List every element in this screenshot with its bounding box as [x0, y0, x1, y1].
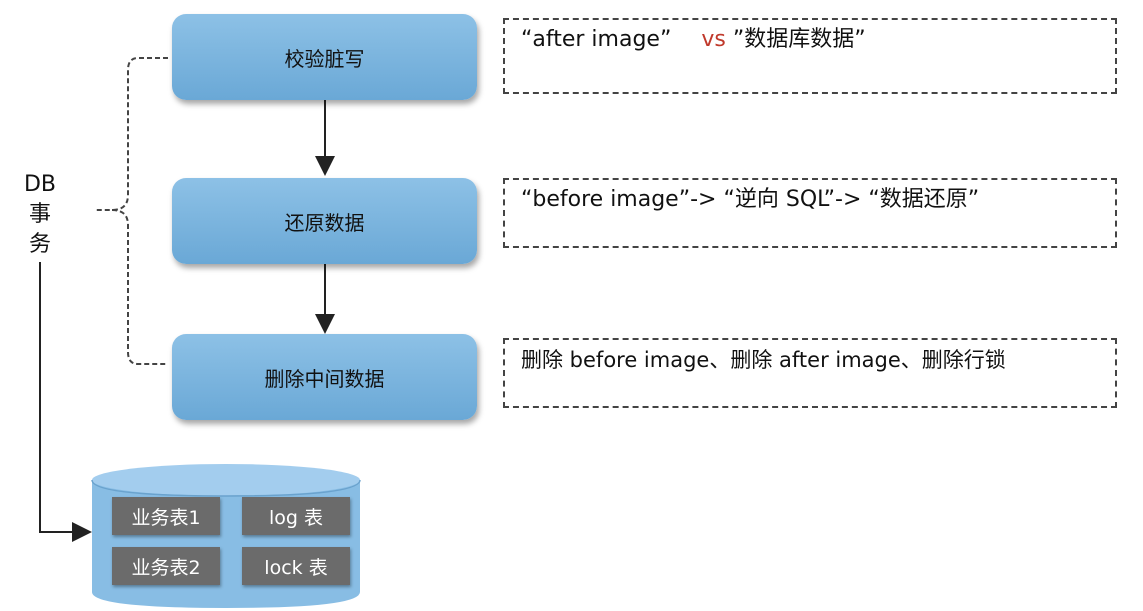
note-check-dirty-write: “after image” vs ”数据库数据”: [503, 18, 1117, 94]
table-business-1: 业务表1: [112, 497, 220, 535]
db-to-database-arrow: [39, 262, 92, 542]
note-1-part1: “after image”: [521, 27, 672, 52]
note-delete-intermediate-data: 删除 before image、删除 after image、删除行锁: [503, 338, 1117, 408]
db-transaction-label-line1: DB: [23, 172, 57, 197]
table-business-2-label: 业务表2: [131, 556, 201, 579]
transaction-bracket: [96, 57, 168, 365]
step-delete-intermediate-data-label: 删除中间数据: [264, 366, 385, 391]
step-delete-intermediate-data: 删除中间数据: [172, 334, 477, 420]
db-transaction-label-line3: 务: [28, 232, 51, 257]
step-restore-data-label: 还原数据: [284, 210, 365, 235]
db-transaction-label-line2: 事: [28, 202, 51, 227]
table-lock-label: lock 表: [264, 556, 328, 579]
database-cylinder: [91, 464, 361, 608]
table-business-2: 业务表2: [112, 547, 220, 585]
note-3-text: 删除 before image、删除 after image、删除行锁: [521, 348, 1006, 372]
step-check-dirty-write: 校验脏写: [172, 14, 477, 100]
step-check-dirty-write-label: 校验脏写: [284, 46, 365, 71]
note-2-text: “before image”-> “逆向 SQL”-> “数据还原”: [521, 187, 980, 212]
table-log: log 表: [242, 497, 350, 535]
table-business-1-label: 业务表1: [131, 506, 201, 529]
table-log-label: log 表: [268, 506, 323, 529]
note-restore-data: “before image”-> “逆向 SQL”-> “数据还原”: [503, 178, 1117, 248]
db-transaction-label: DB 事 务: [16, 170, 64, 260]
note-1-vs: vs: [701, 27, 726, 52]
step-restore-data: 还原数据: [172, 178, 477, 264]
note-1-part2: ”数据库数据”: [732, 27, 866, 52]
table-lock: lock 表: [242, 547, 350, 585]
